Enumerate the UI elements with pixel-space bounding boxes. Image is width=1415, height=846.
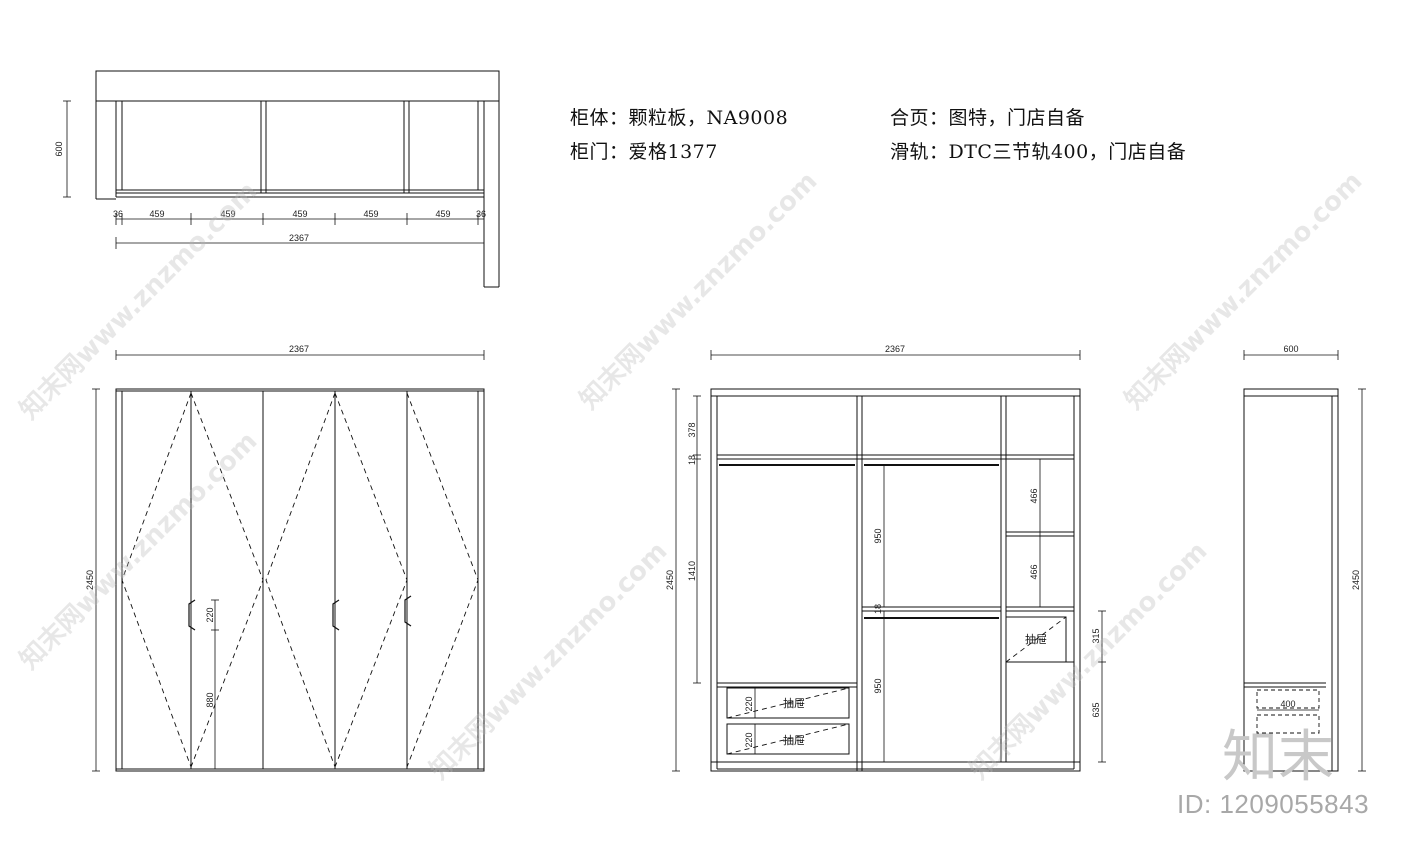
- plan-total-width: 2367: [289, 233, 309, 243]
- mid-shelf-dim: 18: [873, 604, 883, 614]
- plan-segment-4: 459: [292, 209, 307, 219]
- spec-hinge: 合页：图特，门店自备: [890, 107, 1086, 129]
- plan-view-dims: 600 36 459 459 459 459 459 36 2367: [54, 141, 486, 243]
- front-view-dims: 2367 2450 220 880: [85, 344, 309, 708]
- drawer-right-height-dim: 315: [1091, 628, 1101, 643]
- plan-segment-1: 36: [113, 209, 123, 219]
- plan-view: [63, 70, 500, 288]
- side-drawer: [1256, 689, 1320, 734]
- side-height-dim: 2450: [1351, 570, 1361, 590]
- interior-width-dim: 2367: [885, 344, 905, 354]
- handle-height-dim: 220: [205, 607, 215, 622]
- drawer-left-1-dim: 220: [744, 696, 754, 711]
- handle-offset-dim: 880: [205, 692, 215, 707]
- drawer-left-2-dim: 220: [744, 732, 754, 747]
- watermark-logo: 知末: [1222, 725, 1334, 790]
- top-shelf-dim: 378: [687, 422, 697, 437]
- image-id-label: ID: 1209055843: [1177, 789, 1370, 819]
- plan-segment-3: 459: [220, 209, 235, 219]
- plan-segment-2: 459: [149, 209, 164, 219]
- side-view: [1243, 350, 1366, 772]
- door-swing-lines: [121, 392, 479, 768]
- right-shelf-1-dim: 466: [1029, 488, 1039, 503]
- plan-segment-7: 36: [476, 209, 486, 219]
- plan-depth-dim: 600: [54, 141, 64, 156]
- hanging-mid-upper-dim: 950: [873, 528, 883, 543]
- side-depth-dim: 600: [1283, 344, 1298, 354]
- drawer-label-left-2: 抽屉: [783, 733, 805, 747]
- side-drawer-depth-dim: 400: [1280, 699, 1295, 709]
- hanging-mid-lower-dim: 950: [873, 678, 883, 693]
- drawer-right-base-dim: 635: [1091, 702, 1101, 717]
- interior-view-dims: 2367 2450 378 18 1410 950 18 950 466 466…: [665, 344, 1101, 748]
- spec-slide-rail: 滑轨：DTC三节轨400，门店自备: [890, 141, 1187, 163]
- spec-cabinet-body: 柜体：颗粒板，NA9008: [570, 107, 789, 129]
- side-view-dims: 600 2450 400: [1280, 344, 1361, 709]
- drawer-label-right: 抽屉: [1025, 632, 1047, 646]
- front-width-dim: 2367: [289, 344, 309, 354]
- rail-gap-dim: 18: [687, 455, 697, 465]
- interior-view: [672, 350, 1106, 772]
- hanging-left-dim: 1410: [687, 561, 697, 581]
- right-shelf-2-dim: 466: [1029, 564, 1039, 579]
- drawer-diagonals: [726, 616, 1067, 755]
- front-height-dim: 2450: [85, 570, 95, 590]
- interior-height-dim: 2450: [665, 570, 675, 590]
- plan-segment-6: 459: [435, 209, 450, 219]
- plan-segment-5: 459: [363, 209, 378, 219]
- spec-cabinet-door: 柜门：爱格1377: [570, 141, 718, 163]
- drawer-label-left-1: 抽屉: [783, 696, 805, 710]
